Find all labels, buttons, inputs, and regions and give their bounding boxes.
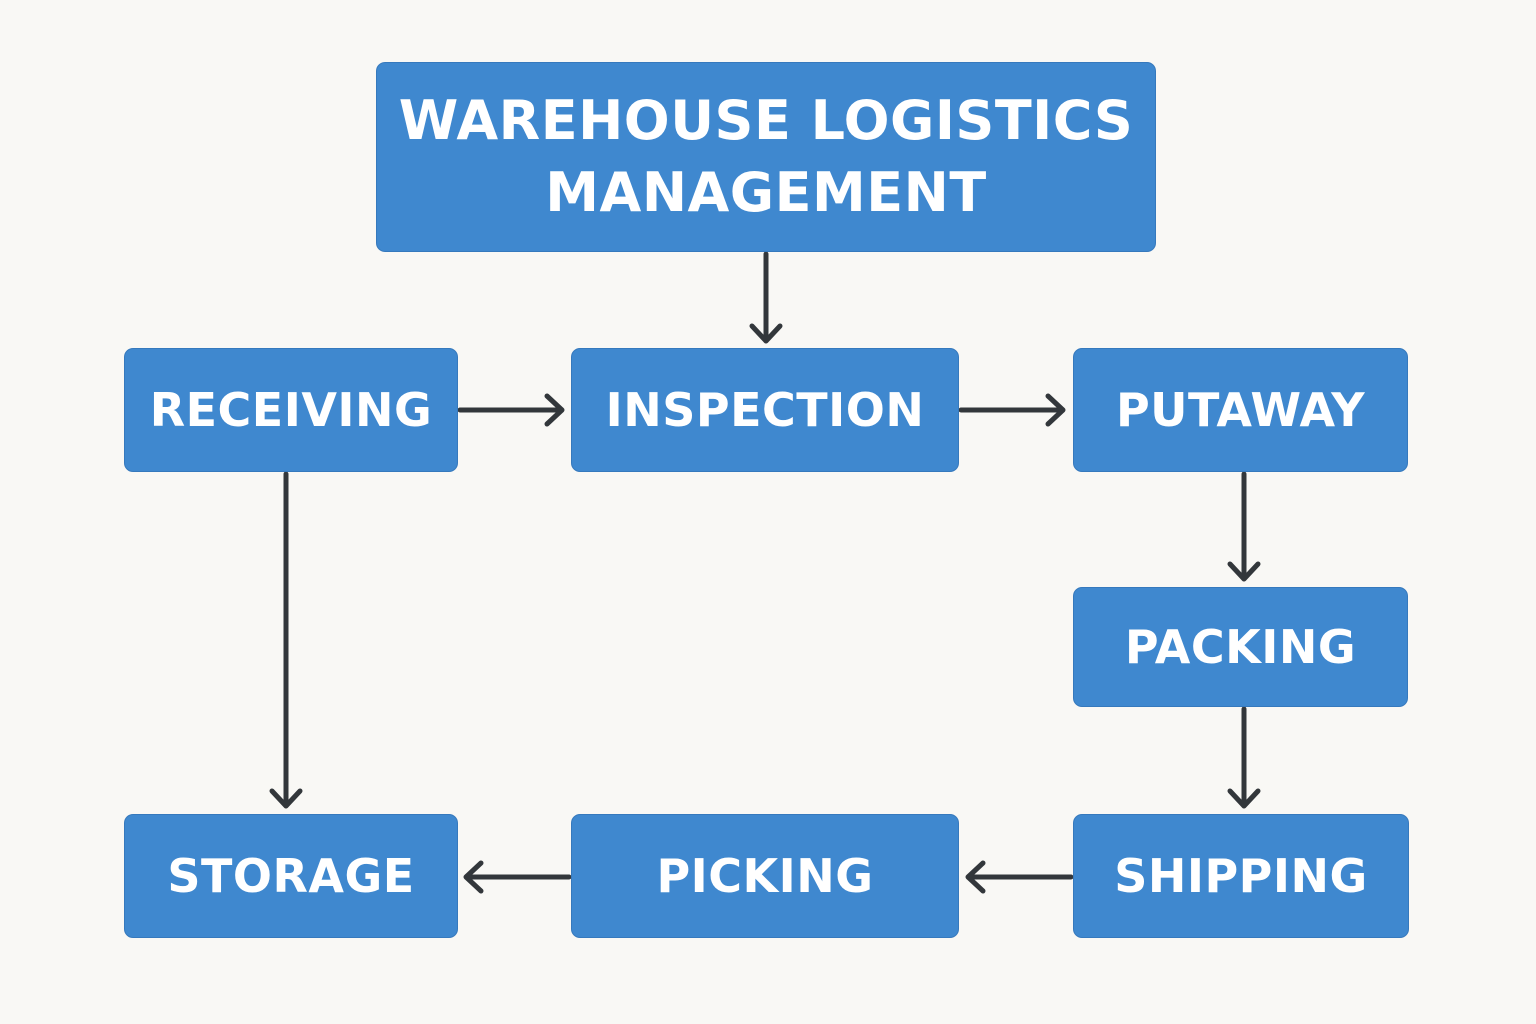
edge-picking-to-storage: [463, 860, 572, 894]
edge-title-to-inspection: [749, 251, 783, 344]
edge-shipping-to-picking: [965, 860, 1074, 894]
node-shipping: SHIPPING: [1073, 814, 1409, 938]
edge-receiving-to-inspection: [457, 393, 565, 427]
node-packing-label: PACKING: [1124, 620, 1357, 674]
node-storage: STORAGE: [124, 814, 458, 938]
title-node: WAREHOUSE LOGISTICS MANAGEMENT: [376, 62, 1156, 252]
edge-putaway-to-packing: [1227, 471, 1261, 582]
edge-packing-to-shipping: [1227, 706, 1261, 809]
node-receiving: RECEIVING: [124, 348, 458, 472]
node-picking: PICKING: [571, 814, 959, 938]
title-line-1: WAREHOUSE LOGISTICS: [398, 89, 1134, 152]
node-putaway-label: PUTAWAY: [1115, 383, 1366, 437]
title-line-2: MANAGEMENT: [545, 161, 987, 224]
node-packing: PACKING: [1073, 587, 1408, 707]
node-inspection: INSPECTION: [571, 348, 959, 472]
edge-inspection-to-putaway: [958, 393, 1066, 427]
node-inspection-label: INSPECTION: [605, 383, 925, 437]
node-putaway: PUTAWAY: [1073, 348, 1408, 472]
edge-receiving-to-storage: [269, 471, 303, 809]
node-receiving-label: RECEIVING: [149, 383, 433, 437]
node-picking-label: PICKING: [656, 849, 874, 903]
node-shipping-label: SHIPPING: [1114, 849, 1368, 903]
node-storage-label: STORAGE: [167, 849, 415, 903]
